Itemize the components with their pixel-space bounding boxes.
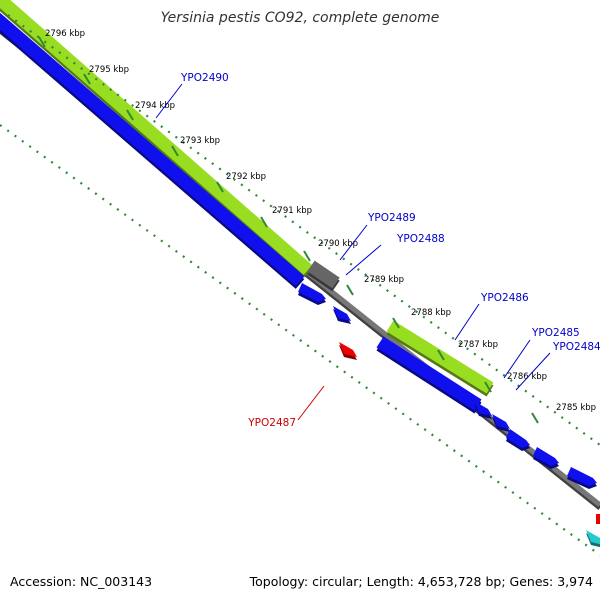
tick-guide-inner [0,124,600,556]
gene-arrow-ypo2487-body [339,342,357,357]
tick-mark [303,250,311,262]
gene-arrow-edge [596,514,600,524]
tick-label: 2788 kbp [411,308,451,318]
map-title: Yersinia pestis CO92, complete genome [161,10,440,26]
feature-arrow-cyan [586,530,600,548]
tick-label: 2786 kbp [507,372,547,382]
leader-line-ypo2485 [503,339,531,379]
gene-arrow-a [506,429,530,451]
leader-line-ypo2487 [297,385,325,421]
leader-line-ypo2490 [155,83,183,119]
tick-mark [38,36,46,48]
tick-label: 2796 kbp [45,29,85,39]
gene-arrow-ypo2485-body [474,401,492,416]
misc-feature-block [307,260,340,289]
accession-label: Accession: NC_003143 [10,574,152,589]
tick-label: 2795 kbp [89,65,129,75]
gene-label-ypo2484[interactable]: YPO2484 [552,341,600,353]
cds-track-upper [0,0,313,275]
gene-label-ypo2489[interactable]: YPO2489 [367,212,416,224]
gene-arrow-b [533,447,559,469]
tick-mark [346,284,354,296]
tick-mark [83,73,91,85]
tick-label: 2790 kbp [318,239,358,249]
tick-label: 2794 kbp [135,101,175,111]
leader-line-ypo2486 [454,303,480,341]
gene-arrow-ypo2484 [492,414,510,432]
tick-label: 2787 kbp [458,340,498,350]
gene-label-ypo2485[interactable]: YPO2485 [531,327,580,339]
leader-line-ypo2484 [515,352,551,391]
scale-ticks: 2796 kbp 2795 kbp 2794 kbp 2793 kbp 2792 kbp… [0,14,600,556]
forward-gene-block-ypo2490 [0,12,305,286]
gene-arrow-a-body [506,429,530,448]
gene-arrow-ypo2487 [339,342,357,360]
gene-label-ypo2490[interactable]: YPO2490 [180,72,229,84]
gene-arrow-b-body [533,447,559,466]
topology-summary: Topology: circular; Length: 4,653,728 bp… [249,574,593,589]
tick-label: 2793 kbp [180,136,220,146]
gene-label-ypo2488[interactable]: YPO2488 [396,233,445,245]
gene-arrow-ypo2485 [474,401,492,419]
gene-arrow-ypo2489 [298,283,326,305]
gene-features [298,283,600,548]
gene-arrow-ypo2488-body [333,306,351,321]
leader-line-ypo2489 [339,224,368,261]
gene-arrow-c-body [567,467,597,486]
gene-arrow-ypo2484-body [492,414,510,429]
feature-arrow-cyan-body [586,530,600,545]
tick-mark [392,317,400,329]
forward-gene-block-ypo2486 [376,336,482,411]
gene-arrow-c [567,467,597,489]
gene-label-ypo2486[interactable]: YPO2486 [480,292,529,304]
tick-mark [216,181,224,193]
tick-label: 2792 kbp [226,172,266,182]
tick-mark [260,216,268,228]
tick-mark [484,381,492,393]
cds-track-lower [386,320,494,394]
tick-label: 2791 kbp [272,206,312,216]
tick-mark [126,109,134,121]
tick-mark [531,412,539,424]
tick-label: 2785 kbp [556,403,596,413]
tick-mark [171,145,179,157]
tick-label: 2789 kbp [364,275,404,285]
tick-mark [437,349,445,361]
leader-line-ypo2488 [345,244,382,276]
gene-label-ypo2487[interactable]: YPO2487 [247,417,296,429]
gene-arrow-ypo2489-body [298,283,326,302]
feature-tracks [0,0,600,510]
gene-arrow-ypo2488 [333,306,351,324]
